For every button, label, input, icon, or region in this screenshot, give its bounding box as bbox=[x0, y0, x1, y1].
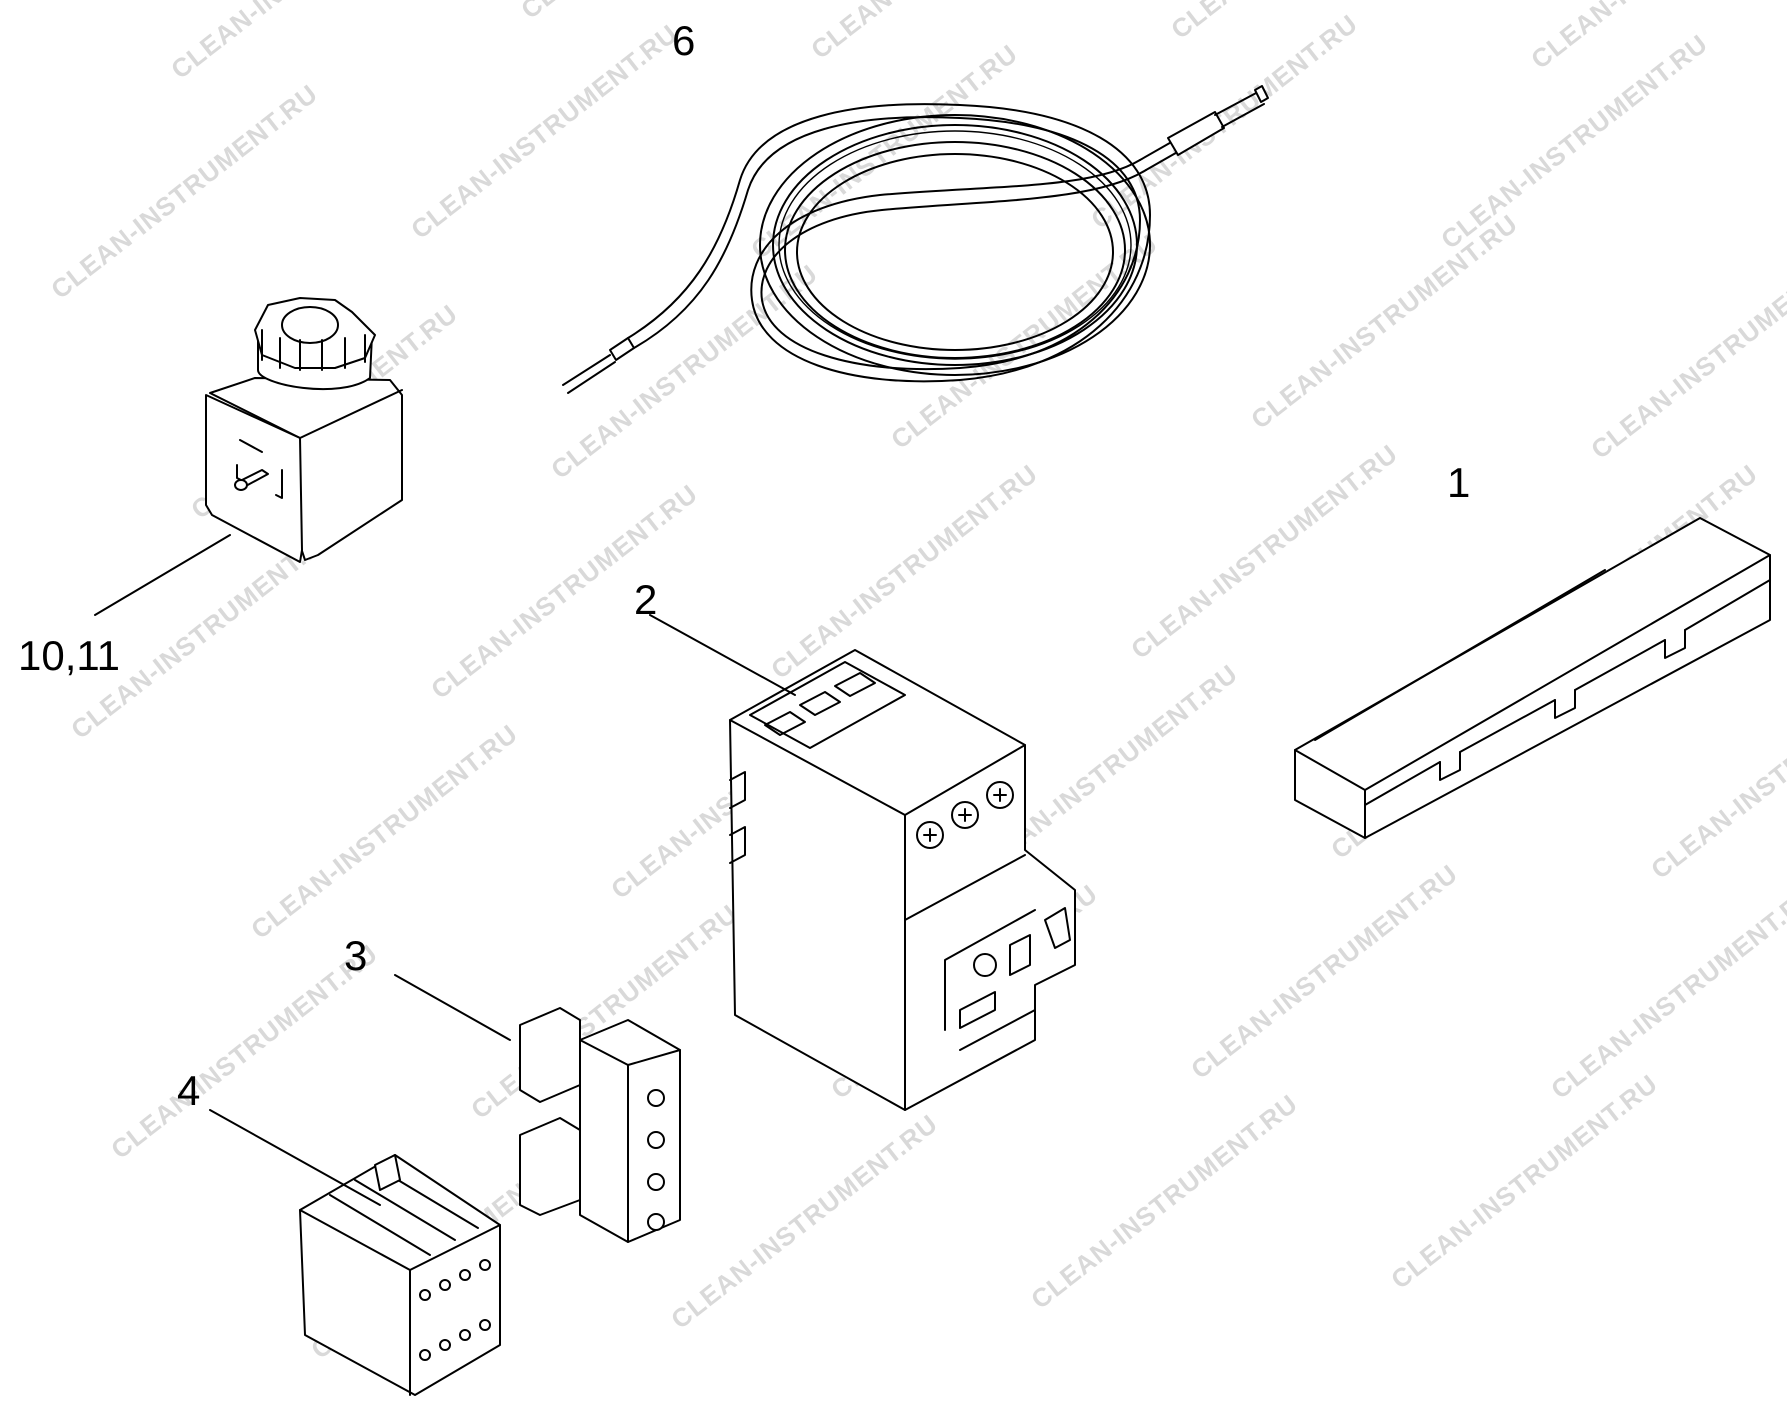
watermark-text: CLEAN-INSTRUMENT.RU bbox=[885, 228, 1163, 455]
watermark-text: CLEAN-INSTRUMENT.RU bbox=[245, 718, 523, 945]
part-2-motor-protection-switch bbox=[649, 614, 1076, 1111]
watermark-text: CLEAN-INSTRUMENT.RU bbox=[165, 0, 443, 85]
watermark-text: CLEAN-INSTRUMENT.RU bbox=[1585, 238, 1787, 465]
watermark-text: CLEAN-INSTRUMENT.RU bbox=[105, 938, 383, 1165]
watermark-text: CLEAN-INSTRUMENT.RU bbox=[1185, 858, 1463, 1085]
callout-1: 1 bbox=[1447, 459, 1470, 506]
part-10-11-solenoid-coil bbox=[94, 297, 403, 616]
watermark-text: CLEAN-INSTRUMENT.RU bbox=[1025, 1088, 1303, 1315]
callout-6: 6 bbox=[672, 17, 695, 64]
watermark-text: CLEAN-INSTRUMENT.RU bbox=[1165, 0, 1443, 45]
part-1-bar bbox=[1294, 517, 1771, 839]
watermark-text: CLEAN-INSTRUMENT.RU bbox=[765, 458, 1043, 685]
watermark-text: CLEAN-INSTRUMENT.RU bbox=[405, 18, 683, 245]
part-4-mini-contactor bbox=[209, 1109, 501, 1396]
watermark-text: CLEAN-INSTRUMENT.RU bbox=[515, 0, 793, 25]
watermark-text: CLEAN-INSTRUMENT.RU bbox=[425, 478, 703, 705]
watermark-text: CLEAN-INSTRUMENT.RU bbox=[665, 1108, 943, 1335]
watermark-text: CLEAN-INSTRUMENT.RU bbox=[1545, 878, 1787, 1105]
callout-3: 3 bbox=[344, 932, 367, 979]
callout-2: 2 bbox=[634, 576, 657, 623]
watermark-text: CLEAN-INSTRUMENT.RU bbox=[45, 78, 323, 305]
watermark-text: CLEAN-INSTRUMENT.RU bbox=[1085, 8, 1363, 235]
callout-4: 4 bbox=[177, 1067, 200, 1114]
watermark-text: CLEAN-INSTRUMENT.RU bbox=[1245, 208, 1523, 435]
part-6-coiled-cable bbox=[562, 85, 1269, 394]
part-3-aux-contact-block bbox=[394, 974, 681, 1243]
watermark-text: CLEAN-INSTRUMENT.RU bbox=[1645, 658, 1787, 885]
watermark-text: CLEAN-INSTRUMENT.RU bbox=[805, 0, 1083, 65]
watermark-text: CLEAN-INSTRUMENT.RU bbox=[1435, 28, 1713, 255]
watermark-text: CLEAN-INSTRUMENT.RU bbox=[1125, 438, 1403, 665]
callout-10-11: 10,11 bbox=[18, 632, 120, 679]
watermark-text: CLEAN-INSTRUMENT.RU bbox=[1385, 1068, 1663, 1295]
